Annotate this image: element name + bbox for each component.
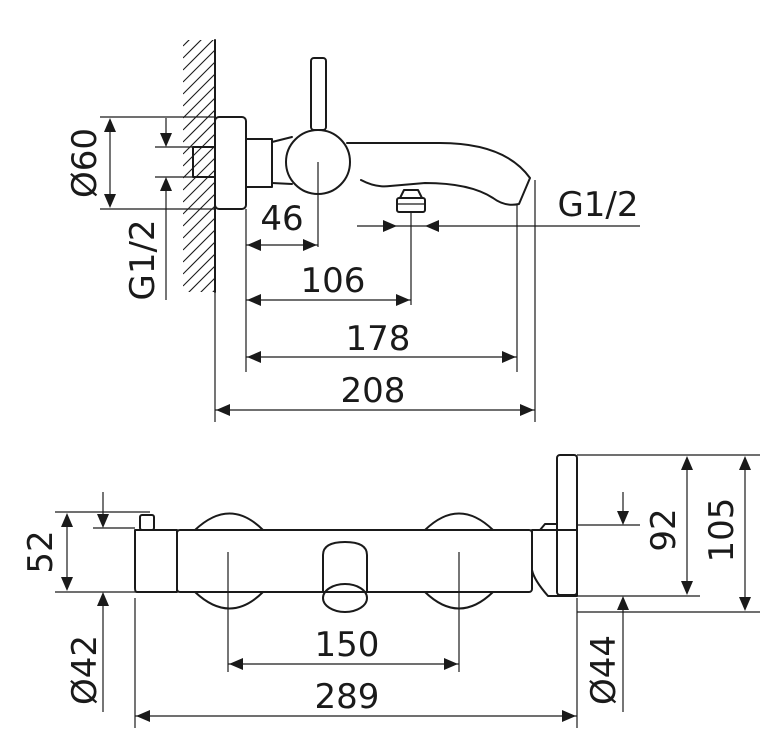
label-52: 52 <box>21 530 61 573</box>
dim-diameter-42: Ø42 <box>65 492 135 712</box>
lever-handle <box>310 57 327 131</box>
dim-diameter-44: Ø44 <box>584 492 629 712</box>
label-289: 289 <box>315 677 380 717</box>
dim-105: 105 <box>702 456 751 611</box>
spout <box>346 142 531 206</box>
top-view: 52 Ø42 150 289 <box>21 454 760 728</box>
dim-diameter-flange: Ø60 <box>65 116 215 210</box>
label-thread-left: G1/2 <box>123 219 163 300</box>
dim-208: 208 <box>215 371 535 416</box>
side-view: Ø60 G1/2 G1/2 <box>65 39 640 422</box>
wall-hatching <box>183 40 215 292</box>
label-106: 106 <box>301 261 366 301</box>
dim-46: 46 <box>246 199 318 251</box>
label-150: 150 <box>315 625 380 665</box>
left-flange-top <box>194 512 264 531</box>
shower-outlet <box>396 197 426 213</box>
dim-289: 289 <box>135 677 577 722</box>
outlet-nut <box>399 189 423 199</box>
right-end-cap <box>531 529 578 597</box>
dim-thread-left: G1/2 <box>123 118 195 301</box>
dim-92: 92 <box>644 456 693 595</box>
left-knob <box>139 514 155 531</box>
left-end-cap <box>134 529 178 593</box>
spout-top <box>322 541 368 593</box>
lever-top <box>556 454 578 596</box>
dim-52: 52 <box>21 513 73 591</box>
dim-thread-right: G1/2 <box>357 185 640 232</box>
label-92: 92 <box>644 508 684 551</box>
spout-outlet <box>322 583 368 613</box>
dim-150: 150 <box>228 625 459 670</box>
lever-base <box>539 523 558 531</box>
dim-106: 106 <box>246 261 411 306</box>
label-105: 105 <box>702 498 742 563</box>
body-neck <box>271 136 293 185</box>
label-178: 178 <box>346 319 411 359</box>
left-flange-bottom <box>194 591 264 610</box>
label-diameter-44: Ø44 <box>584 635 624 705</box>
label-diameter-60: Ø60 <box>65 128 105 198</box>
label-46: 46 <box>260 199 303 239</box>
right-flange-top <box>424 512 494 531</box>
label-thread-right: G1/2 <box>557 185 638 225</box>
mixer-body-top <box>176 529 533 593</box>
dim-178: 178 <box>246 319 517 363</box>
label-diameter-42: Ø42 <box>65 635 105 705</box>
wall-flange <box>214 116 247 210</box>
label-208: 208 <box>341 371 406 411</box>
connector-nut <box>245 138 273 188</box>
